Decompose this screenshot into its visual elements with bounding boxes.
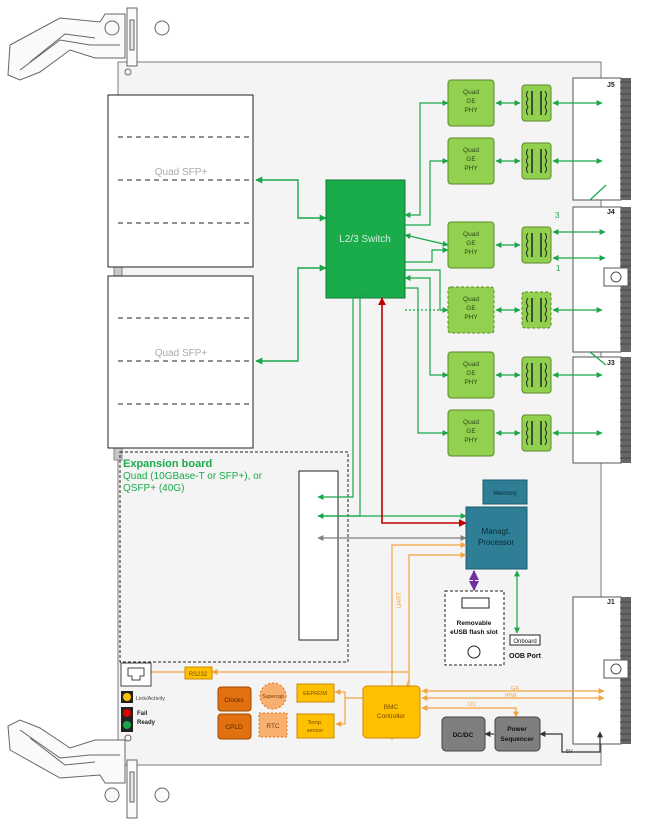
phy-5-line2: GE: [466, 370, 476, 377]
magnetics-group: [521, 84, 552, 452]
transformer-3: [521, 226, 552, 264]
mgmt-line1: Managt.: [482, 527, 511, 536]
phy-5-line3: PHY: [464, 379, 478, 386]
transformer-5: [521, 356, 552, 394]
phy-2-line1: Quad: [463, 147, 479, 154]
power-links: [484, 731, 603, 753]
expansion-line1: Quad (10GBase-T or SFP+), or: [123, 470, 263, 482]
uart-label: UART: [397, 592, 403, 609]
port-1-label: 1: [556, 264, 561, 273]
5v-label: 5V: [566, 749, 573, 755]
link-activity-led: [121, 691, 133, 703]
link-activity-label: Link/Activity: [136, 696, 165, 702]
top-ejector-handle[interactable]: [7, 7, 170, 81]
clocks-label: Clocks: [224, 697, 244, 704]
phy-3-line1: Quad: [463, 231, 479, 238]
i2c-label: I2C: [468, 702, 477, 708]
eusb-line2: eUSB flash slot: [450, 629, 499, 636]
expansion-line2: QSFP+ (40G): [123, 483, 185, 494]
supercap-label: Supercap: [262, 694, 284, 700]
expansion-description: Expansion board Quad (10GBase-T or SFP+)…: [123, 458, 313, 496]
phy-2-line3: PHY: [464, 165, 478, 172]
j4-label: J4: [607, 209, 615, 216]
phy-3-line2: GE: [466, 240, 476, 247]
phy-5-line1: Quad: [463, 361, 479, 368]
phy-4-line2: GE: [466, 305, 476, 312]
memory-label: Memory: [493, 490, 517, 497]
rtc-label: RTC: [266, 723, 280, 730]
fail-ready-leds: [121, 707, 133, 732]
power-sequencer: [494, 716, 541, 752]
oob-label: OOB Port: [509, 653, 542, 660]
eeprom-block: [296, 683, 335, 703]
expansion-title: Expansion board: [123, 458, 213, 470]
sfp-cage-bottom: [107, 275, 254, 449]
rtc-block: [258, 712, 288, 738]
temp-sensor-block: [296, 713, 335, 739]
phy-1-line2: GE: [466, 98, 476, 105]
phy-3-line3: PHY: [464, 249, 478, 256]
eusb-connector: [461, 597, 490, 609]
bmc-line1: BMC: [384, 704, 399, 711]
switch-label: L2/3 Switch: [339, 234, 391, 245]
rs232-block: [184, 666, 213, 680]
phy-4-line1: Quad: [463, 296, 479, 303]
phy-magnetics-links: [495, 100, 521, 436]
phy-2-line2: GE: [466, 156, 476, 163]
connector-keys: [603, 267, 629, 679]
transformer-2: [521, 142, 552, 180]
ready-label: Ready: [137, 720, 156, 726]
sfp-bottom-label: Quad SFP+: [155, 348, 208, 359]
onboard-label: Onboard: [513, 639, 536, 645]
cpld-block: [217, 713, 252, 740]
fail-label: Fail: [137, 711, 148, 717]
ga-label: GA: [511, 686, 519, 692]
phy-1-line3: PHY: [464, 107, 478, 114]
bmc-controller: [362, 685, 421, 739]
expansion-board: [119, 451, 349, 663]
sfp-bottom-switch-link: [255, 264, 327, 365]
sfp-cage-top: [107, 94, 254, 268]
cpld-label: CPLD: [225, 724, 243, 731]
mgmt-line2: Processor: [478, 538, 514, 547]
j3-label: J3: [607, 360, 615, 367]
transformer-1: [521, 84, 552, 122]
clocks-block: [217, 686, 252, 712]
temp-line1: Temp.: [308, 720, 323, 726]
dcdc-label: DC/DC: [453, 732, 474, 739]
onboard-box: [509, 634, 541, 646]
supercap: [259, 682, 287, 710]
j5-label: J5: [607, 82, 615, 89]
phy-1-line1: Quad: [463, 89, 479, 96]
bmc-line2: Controller: [377, 713, 406, 720]
power-seq-line1: Power: [507, 726, 527, 733]
power-seq-line2: Sequencer: [500, 736, 534, 743]
serial-jack[interactable]: [120, 662, 152, 687]
eusb-round: [467, 645, 481, 659]
phy-6-line1: Quad: [463, 419, 479, 426]
phy-4-line3: PHY: [464, 314, 478, 321]
temp-line2: sensor: [307, 728, 324, 734]
switch-mgmt-link: [378, 297, 467, 527]
j1-label: J1: [607, 599, 615, 606]
orange-buses: [140, 542, 605, 740]
sfp-top-switch-link: [255, 176, 327, 222]
ipmi-label: IPMI: [505, 693, 517, 699]
port-3-label: 3: [555, 211, 560, 220]
phy-6-line2: GE: [466, 428, 476, 435]
memory-block: [482, 479, 528, 505]
connector-j5: [572, 77, 631, 201]
sfp-top-label: Quad SFP+: [155, 167, 208, 178]
magnetics-connector-links: [552, 100, 607, 436]
eusb-line1: Removable: [457, 620, 492, 627]
transformer-4: [521, 291, 552, 329]
eeprom-label: EEPROM: [303, 691, 327, 697]
phy-6-line3: PHY: [464, 437, 478, 444]
bottom-ejector-handle[interactable]: [7, 719, 170, 819]
transformer-6: [521, 414, 552, 452]
mgmt-processor: [465, 506, 528, 570]
expansion-connector: [298, 470, 339, 641]
rs232-label: RS232: [189, 672, 208, 678]
